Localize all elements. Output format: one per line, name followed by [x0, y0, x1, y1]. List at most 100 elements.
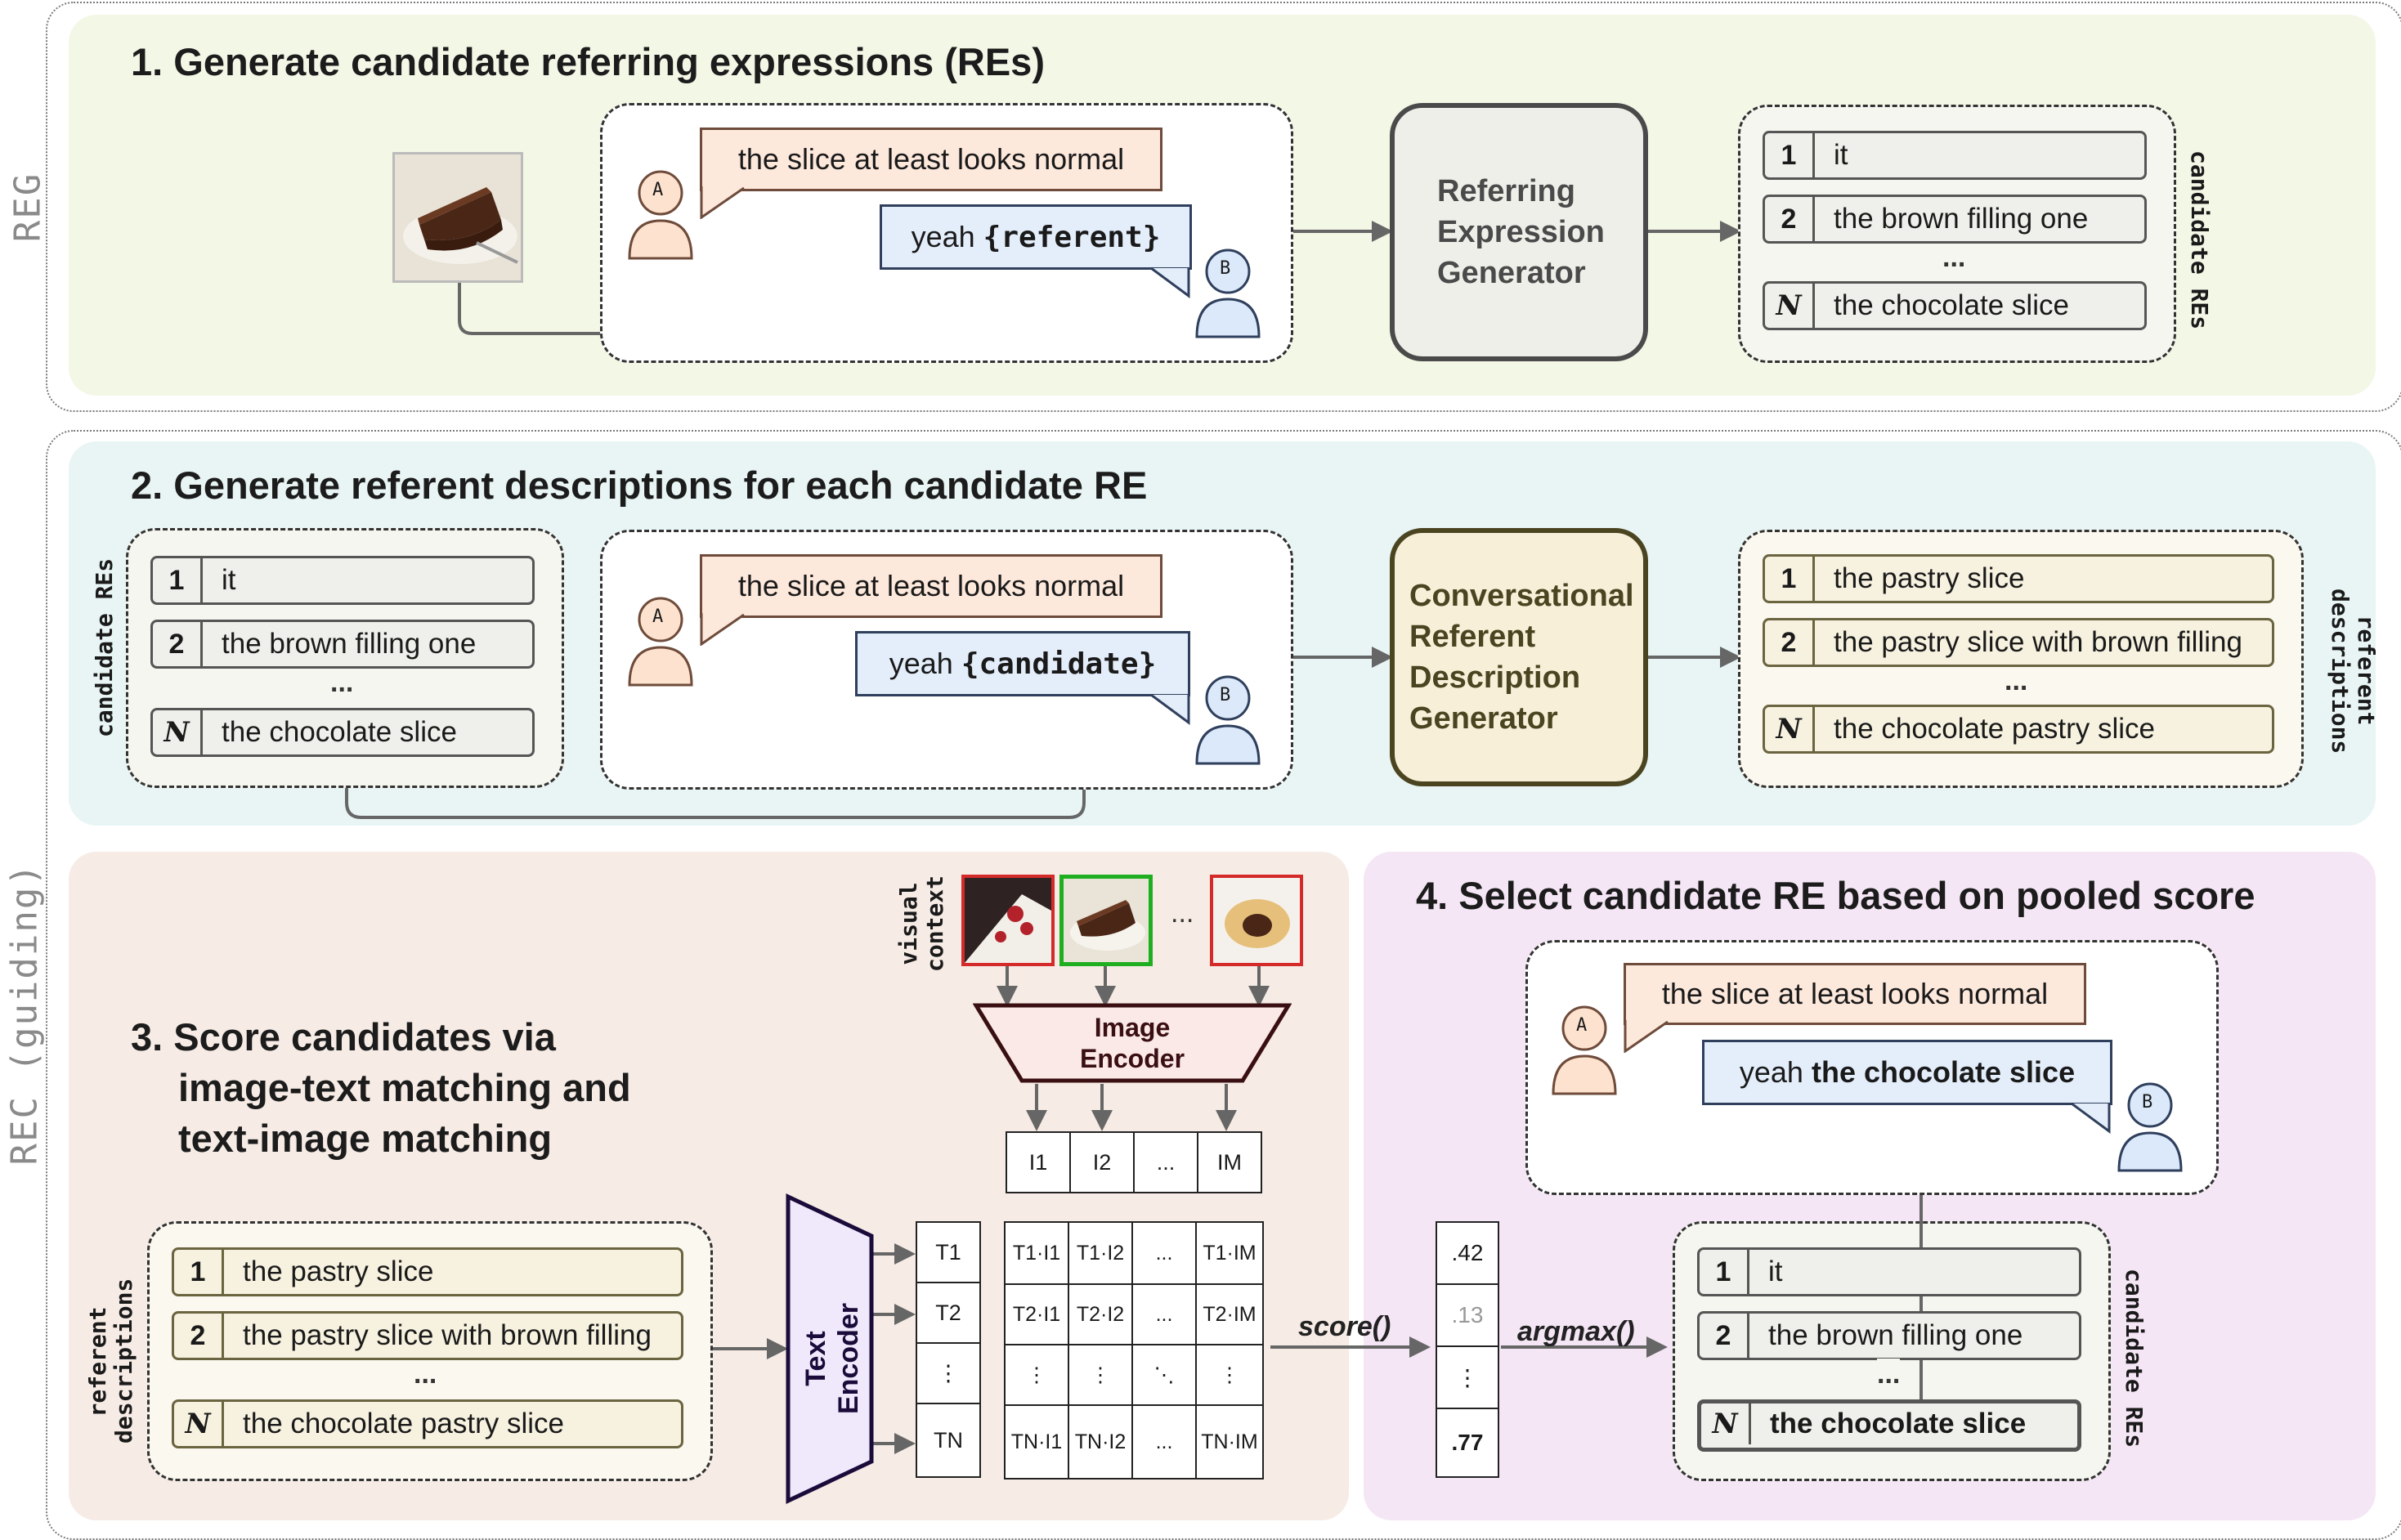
candidate-number: 1 — [1765, 133, 1815, 177]
candidate-text: the brown filling one — [222, 628, 477, 660]
speaker-b-bubble-tail — [2071, 1102, 2111, 1134]
step2-candidate-2: 2 the brown filling one — [150, 620, 535, 669]
speaker-b-avatar: B — [1194, 247, 1267, 342]
step4-side-label: candidate REs — [2121, 1269, 2148, 1448]
step1-side-label: candidate REs — [2186, 150, 2213, 330]
similarity-cell-r1-c4: T1·IM — [1195, 1221, 1264, 1285]
candidate-text: it — [1834, 139, 1848, 171]
similarity-cell-r1-c1: T1·I1 — [1004, 1221, 1069, 1285]
step2-right-label: referent descriptions — [2327, 589, 2380, 754]
speaker-b-bubble-tail — [1150, 266, 1190, 298]
text-encoder-line2: Encoder — [833, 1302, 864, 1415]
candidate-text: the chocolate slice — [222, 716, 457, 748]
description-text: the pastry slice — [1834, 562, 2025, 594]
speaker-a-bubble-tail — [1624, 1020, 1669, 1053]
speaker-a-bubble-tail — [700, 186, 745, 219]
speaker-b-utterance: yeah {referent} — [880, 204, 1192, 270]
speaker-a-avatar: A — [626, 168, 700, 264]
context-image-2 — [1059, 875, 1153, 966]
step3-title-line3: text-image matching — [178, 1117, 553, 1160]
speaker-b-bubble-tail — [1150, 693, 1190, 725]
utterance-a-text: the slice at least looks normal — [737, 142, 1125, 176]
step1-candidate-2: 2 the brown filling one — [1763, 195, 2147, 244]
step1-title: 1. Generate candidate referring expressi… — [131, 40, 1045, 83]
step2-left-label: candidate REs — [91, 557, 118, 737]
description-number: N — [1765, 707, 1815, 751]
step3-left-label-text: referent descriptions — [84, 1278, 137, 1444]
similarity-cell-r1-c3: ... — [1131, 1221, 1197, 1285]
step3-title-line2: image-text matching and — [178, 1066, 631, 1109]
similarity-cell-r3-c4: ⋮ — [1195, 1344, 1264, 1406]
candidate-number: N — [1765, 284, 1815, 328]
step2-description-1: 1 the pastry slice — [1763, 554, 2274, 603]
speaker-a-utterance: the slice at least looks normal — [1624, 963, 2086, 1025]
speaker-a-letter: A — [1576, 1015, 1588, 1036]
step3-title-line1: 3. Score candidates via — [131, 1015, 556, 1059]
candidate-number: 2 — [153, 622, 203, 666]
score-cell-ellipsis: ⋮ — [1436, 1345, 1499, 1409]
crd-generator-line1: Conversational — [1409, 579, 1634, 613]
step4-candidate-2: 2 the brown filling one — [1697, 1311, 2081, 1360]
speaker-b-avatar: B — [2116, 1081, 2189, 1176]
candidate-number: N — [1701, 1403, 1751, 1444]
step3-title: 3. Score candidates via image-text match… — [131, 1012, 631, 1164]
text-encoder-label: Text Encoder — [800, 1236, 865, 1481]
similarity-cell-r2-c2: T2·I2 — [1068, 1283, 1133, 1345]
candidate-text: the brown filling one — [1834, 203, 2089, 235]
description-text: the pastry slice with brown filling — [243, 1319, 652, 1351]
utterance-b-slot: {candidate} — [961, 647, 1157, 681]
utterance-b-prefix: yeah — [911, 220, 983, 253]
candidate-number: 1 — [1700, 1250, 1749, 1294]
image-embedding-m: IM — [1197, 1131, 1262, 1193]
candidate-text: the chocolate slice — [1770, 1408, 2027, 1439]
utterance-b-prefix: yeah — [1739, 1055, 1812, 1089]
step4-candidate-n-selected: N the chocolate slice — [1697, 1399, 2081, 1452]
text-embedding-ellipsis: ⋮ — [916, 1342, 981, 1404]
utterance-a-text: the slice at least looks normal — [1661, 977, 2049, 1010]
context-image-m — [1210, 875, 1303, 966]
description-text: the pastry slice — [243, 1256, 434, 1287]
utterance-b-slot: {referent} — [983, 220, 1161, 254]
step4-title: 4. Select candidate RE based on pooled s… — [1416, 874, 2255, 917]
speaker-b-letter: B — [2142, 1092, 2153, 1112]
step2-description-n: N the chocolate pastry slice — [1763, 705, 2274, 754]
step2-ellipsis: ... — [330, 667, 354, 698]
step1-candidate-1: 1 it — [1763, 131, 2147, 180]
utterance-b-selected-re: the chocolate slice — [1811, 1055, 2076, 1089]
utterance-b-prefix: yeah — [889, 647, 961, 680]
speaker-a-utterance: the slice at least looks normal — [700, 554, 1162, 618]
step3-description-n: N the chocolate pastry slice — [172, 1399, 683, 1448]
text-embedding-2: T2 — [916, 1282, 981, 1344]
conversational-referent-description-generator: Conversational Referent Description Gene… — [1390, 528, 1648, 786]
score-cell-2: .13 — [1436, 1283, 1499, 1347]
crd-generator-line4: Generator — [1409, 701, 1558, 736]
description-number: 2 — [174, 1314, 224, 1358]
speaker-b-letter: B — [1220, 258, 1231, 279]
image-encoder-line1: Image — [1094, 1013, 1171, 1042]
description-text: the pastry slice with brown filling — [1834, 626, 2242, 658]
text-encoder — [786, 1193, 874, 1504]
score-function-label: score() — [1298, 1311, 1391, 1342]
image-ellipsis: ... — [1171, 898, 1194, 929]
step2-right-label-text: referent descriptions — [2327, 589, 2380, 754]
step2-title: 2. Generate referent descriptions for ea… — [131, 463, 1148, 507]
speaker-b-utterance: yeah the chocolate slice — [1702, 1040, 2112, 1105]
similarity-cell-r4-c2: TN·I2 — [1068, 1404, 1133, 1480]
cake-slice-icon — [403, 187, 518, 264]
image-encoder-label: Image Encoder — [1046, 1012, 1218, 1074]
speaker-a-utterance: the slice at least looks normal — [700, 128, 1162, 191]
image-encoder-line2: Encoder — [1079, 1044, 1185, 1073]
similarity-cell-r1-c2: T1·I2 — [1068, 1221, 1133, 1285]
step3-left-label: referent descriptions — [84, 1278, 137, 1444]
description-number: 2 — [1765, 620, 1815, 665]
similarity-cell-r4-c1: TN·I1 — [1004, 1404, 1069, 1480]
speaker-a-letter: A — [652, 607, 664, 627]
candidate-text: the chocolate slice — [1834, 289, 2069, 321]
candidate-text: the brown filling one — [1768, 1319, 2023, 1351]
argmax-function-label: argmax() — [1517, 1316, 1635, 1347]
description-text: the chocolate pastry slice — [243, 1408, 564, 1439]
visual-context-text: visual context — [895, 875, 948, 973]
candidate-text: it — [222, 564, 236, 596]
speaker-b-avatar: B — [1194, 674, 1267, 769]
